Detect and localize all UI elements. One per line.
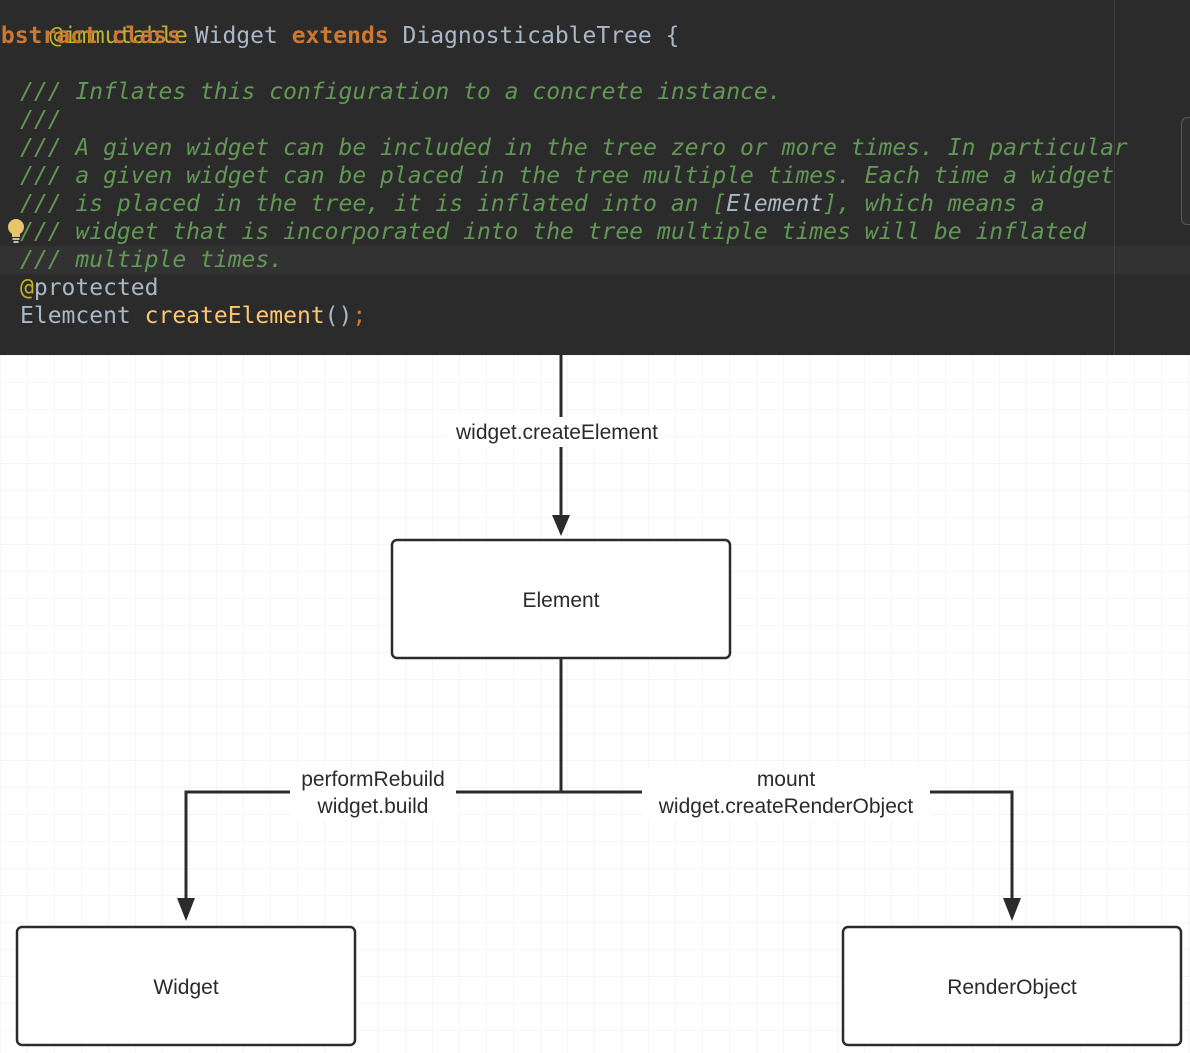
node-render-object[interactable] xyxy=(841,925,1183,1047)
class-declaration: abstract class Widget extends Diagnostic… xyxy=(0,22,679,50)
abstract-keyword: abstract xyxy=(0,23,98,49)
extends-keyword: extends xyxy=(291,23,389,49)
immutable-annotation: @immutable xyxy=(49,23,188,49)
doc-comment-line: /// xyxy=(20,107,62,133)
lightbulb-icon[interactable] xyxy=(6,218,26,244)
edge-label-bg xyxy=(642,767,930,821)
node-label-render-object: RenderObject xyxy=(947,976,1077,999)
annotation-line: @immutable xyxy=(0,0,187,49)
right-margin-guide xyxy=(1114,0,1115,355)
diagram-canvas: widget.createElement Element performRebu… xyxy=(0,355,1190,1053)
open-brace: { xyxy=(665,23,680,49)
arrowhead xyxy=(1003,898,1021,921)
edge-label-create-element: widget.createElement xyxy=(455,421,658,444)
return-type: Elemcent xyxy=(20,303,131,329)
node-widget[interactable] xyxy=(15,925,357,1047)
doc-comment-line: /// a given widget can be placed in the … xyxy=(20,163,1114,189)
node-label-widget: Widget xyxy=(153,976,219,999)
arrowhead xyxy=(177,898,195,921)
edge-label-bg xyxy=(290,767,456,821)
edge-label-widget-build: widget.build xyxy=(317,795,429,818)
parent-class-name: DiagnosticableTree xyxy=(402,23,652,49)
doc-comment-text: ], which means a xyxy=(823,191,1045,217)
doc-comment-line: /// multiple times. xyxy=(20,247,284,273)
flow-diagram: widget.createElement Element performRebu… xyxy=(0,355,1190,1053)
method-name: createElement xyxy=(144,303,325,329)
arrowhead xyxy=(552,515,570,536)
editor-scrollbar[interactable] xyxy=(1181,117,1190,225)
doc-comment-line: /// A given widget can be included in th… xyxy=(20,135,1128,161)
doc-comment-text: /// is placed in the tree, it is inflate… xyxy=(20,191,727,217)
doc-comment-line: /// is placed in the tree, it is inflate… xyxy=(20,190,1045,218)
edge-label-perform-rebuild: performRebuild xyxy=(301,768,445,791)
edge-label-mount: mount xyxy=(757,768,816,791)
edge-label-create-render-object: widget.createRenderObject xyxy=(658,795,914,818)
code-editor[interactable]: @immutable abstract class Widget extends… xyxy=(0,0,1190,355)
node-label-element: Element xyxy=(522,589,599,612)
current-line-highlight xyxy=(0,246,1190,274)
protected-annotation: @protected xyxy=(20,275,159,301)
doc-comment-line: /// Inflates this configuration to a con… xyxy=(20,79,782,105)
doc-comment-line: /// widget that is incorporated into the… xyxy=(20,219,1087,245)
method-declaration: Elemcent createElement(); xyxy=(20,302,366,330)
semicolon: ; xyxy=(352,303,367,329)
class-name: Widget xyxy=(194,23,278,49)
doc-reference-element[interactable]: Element xyxy=(726,191,824,217)
method-parens: () xyxy=(324,303,353,329)
class-keyword: class xyxy=(111,23,181,49)
edge-label-bg xyxy=(446,417,668,447)
